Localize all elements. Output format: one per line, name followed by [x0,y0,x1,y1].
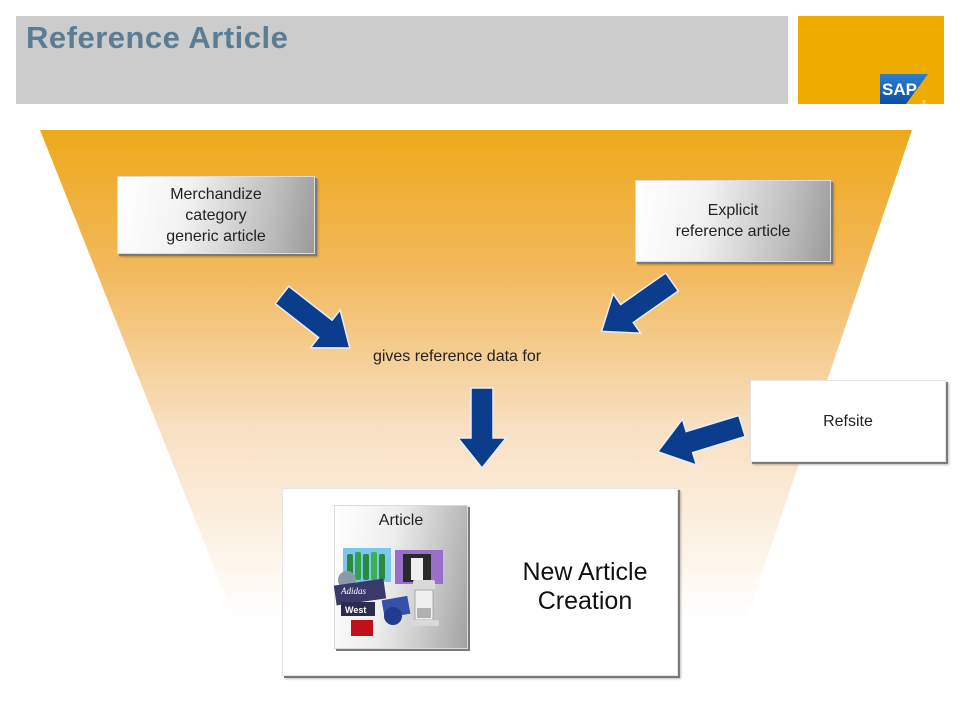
explicit-line-2: reference article [675,223,791,240]
refsite-box: Refsite [750,380,946,462]
creation-line-2: Creation [537,587,633,615]
sap-logo: SAP ® [880,74,928,106]
reference-data-label: gives reference data for [372,348,542,365]
refsite-label: Refsite [823,412,873,430]
merchandize-category-box: Merchandize category generic article [117,176,315,254]
svg-text:®: ® [922,99,926,106]
sap-logo-text: SAP [882,80,917,99]
merch-line-3: generic article [166,227,266,245]
new-article-creation-label: New Article Creation [500,558,670,616]
logo-panel [798,16,944,104]
product-collage-image: Adidas West [333,548,443,636]
arrow-down-left-icon [600,271,680,335]
svg-text:Adidas: Adidas [340,586,366,596]
title-bar [16,16,788,104]
arrow-left-icon [656,414,747,467]
arrow-down-icon [456,387,508,470]
explicit-reference-box: Explicit reference article [635,180,831,262]
merch-line-2: category [185,206,247,224]
arrow-down-right-icon [274,285,351,349]
article-label: Article [378,512,424,529]
creation-line-1: New Article [522,558,648,586]
svg-text:West: West [345,605,366,615]
page-title: Reference Article [26,20,289,55]
explicit-line-1: Explicit [707,202,759,219]
merch-line-1: Merchandize [170,185,262,203]
